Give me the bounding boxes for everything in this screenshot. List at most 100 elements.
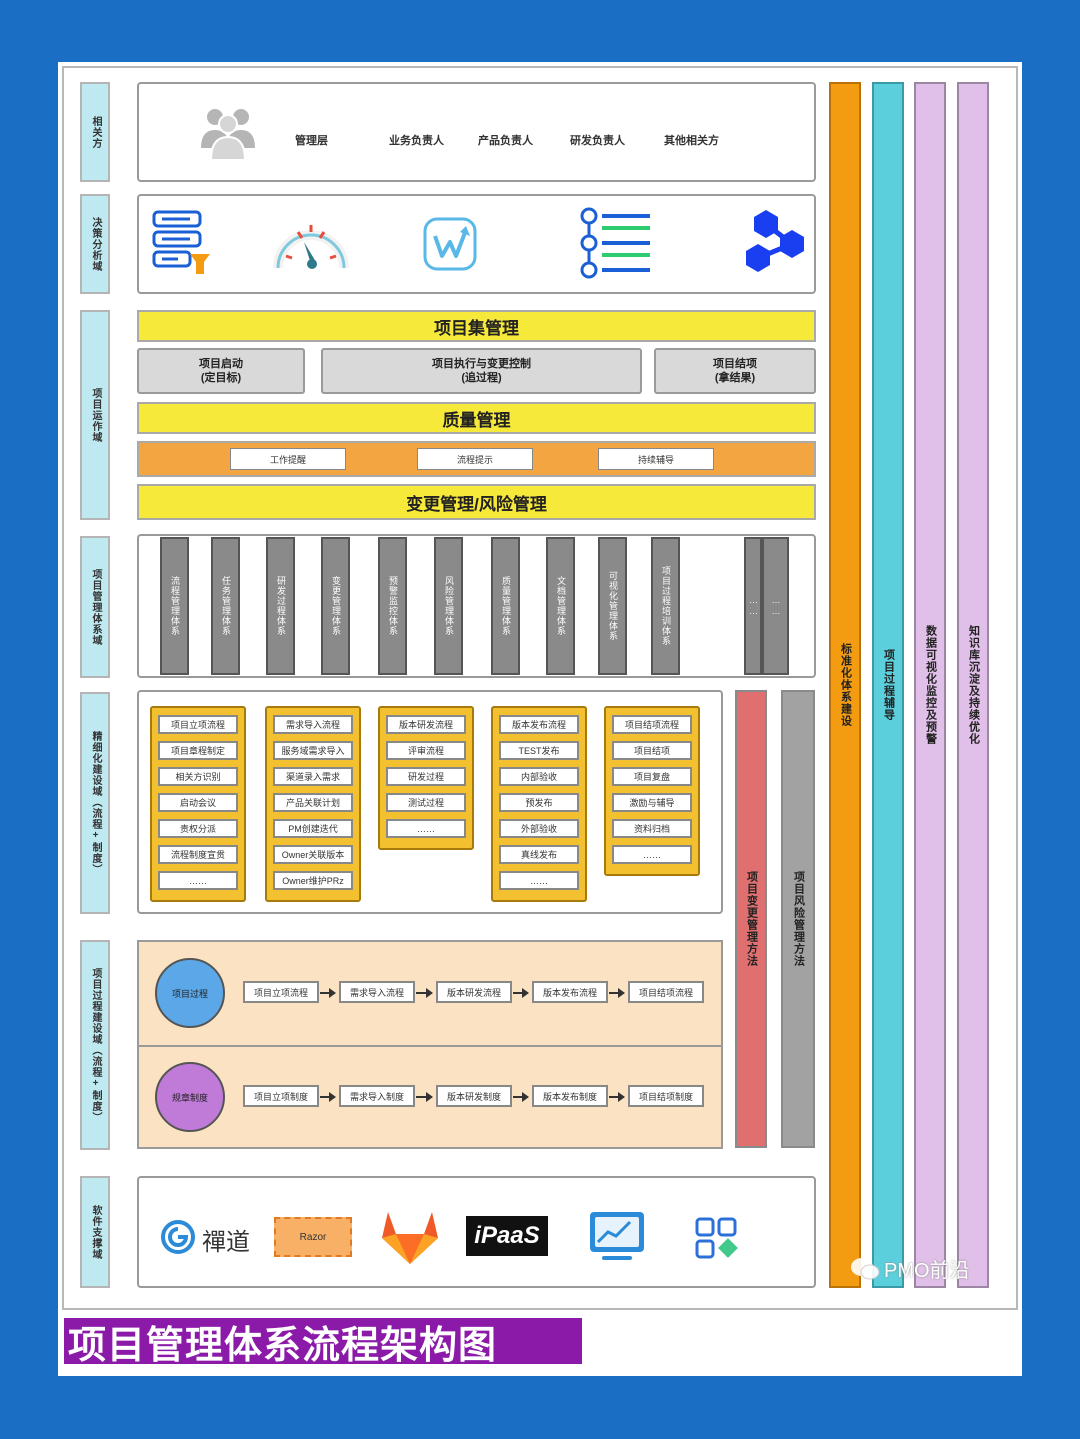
system-col-change: 变更管理体系 — [321, 537, 350, 675]
process-step: 测试过程 — [386, 793, 466, 812]
domain-label-process: 项目过程建设域（流程+制度） — [80, 940, 110, 1150]
phase-execute-label: 项目执行与变更控制 — [432, 357, 531, 370]
process-step: 渠道录入需求 — [273, 767, 353, 786]
flow-arrow — [609, 988, 625, 998]
gauge-icon — [272, 212, 350, 274]
system-col-risk: 风险管理体系 — [434, 537, 463, 675]
process-step: 项目复盘 — [612, 767, 692, 786]
right-bar-coaching: 项目过程辅导 — [872, 82, 904, 1288]
system-col-visual: 可视化管理体系 — [598, 537, 627, 675]
right-bar-knowledge: 知识库沉淀及持续优化 — [957, 82, 989, 1288]
process-step: 服务域需求导入 — [273, 741, 353, 760]
flow-arrow — [320, 988, 336, 998]
phase-start-label: 项目启动 — [199, 357, 243, 370]
process-column-header: 版本研发流程 — [386, 715, 466, 734]
razor-box: Razor — [274, 1217, 352, 1257]
system-col-rd: 研发过程体系 — [266, 537, 295, 675]
phase-execute-sub: (追过程) — [461, 372, 502, 384]
chip-continuous-coaching: 持续辅导 — [598, 448, 714, 470]
domain-label-software: 软件支撑域 — [80, 1176, 110, 1288]
process-column-header: 项目立项流程 — [158, 715, 238, 734]
rule-flow-step: 版本研发制度 — [436, 1085, 512, 1107]
phase-start-box: 项目启动 (定目标) — [137, 348, 305, 394]
rule-flow-step: 版本发布制度 — [532, 1085, 608, 1107]
process-step: 内部验收 — [499, 767, 579, 786]
system-col-training: 项目过程培训体系 — [651, 537, 680, 675]
process-step: Owner维护PRz — [273, 871, 353, 890]
phase-start-sub: (定目标) — [200, 372, 242, 384]
system-col-task: 任务管理体系 — [211, 537, 240, 675]
process-step: 责权分派 — [158, 819, 238, 838]
domain-label-stakeholders: 相关方 — [80, 82, 110, 182]
flow-arrow — [416, 988, 433, 998]
stakeholder-product: 产品负责人 — [478, 135, 533, 147]
flow-arrow — [609, 1092, 625, 1102]
process-column-header: 版本发布流程 — [499, 715, 579, 734]
flow-arrow — [513, 988, 529, 998]
risk-method-bar: 项目风险管理方法 — [781, 690, 815, 1148]
hexagon-network-icon — [740, 208, 810, 278]
rule-flow-step: 需求导入制度 — [339, 1085, 415, 1107]
process-step: 激励与辅导 — [612, 793, 692, 812]
gitlab-icon — [378, 1208, 442, 1266]
flow-arrow — [416, 1092, 433, 1102]
system-col-document: 文档管理体系 — [546, 537, 575, 675]
list-icon — [578, 206, 654, 282]
process-step: 评审流程 — [386, 741, 466, 760]
stakeholders-panel — [137, 82, 816, 182]
flow-arrow — [513, 1092, 529, 1102]
stakeholder-management: 管理层 — [295, 135, 328, 147]
domain-label-operation: 项目运作域 — [80, 310, 110, 520]
stakeholder-rd: 研发负责人 — [570, 135, 625, 147]
apps-grid-icon — [694, 1216, 742, 1262]
system-col-warning: 预警监控体系 — [378, 537, 407, 675]
process-step: 真线发布 — [499, 845, 579, 864]
process-step: …… — [499, 871, 579, 890]
domain-label-refine: 精细化建设域（流程+制度） — [80, 692, 110, 914]
quality-management-band: 质量管理 — [137, 402, 816, 434]
process-step: 相关方识别 — [158, 767, 238, 786]
chip-process-hint: 流程提示 — [417, 448, 533, 470]
system-col-more-2: …… — [762, 537, 789, 675]
process-step: …… — [612, 845, 692, 864]
process-circle: 项目过程 — [155, 958, 225, 1028]
people-group-icon — [198, 104, 258, 161]
chip-work-reminder: 工作提醒 — [230, 448, 346, 470]
wechat-icon — [850, 1256, 880, 1282]
right-bar-visual-monitoring: 数据可视化监控及预警 — [914, 82, 946, 1288]
phase-execute-box: 项目执行与变更控制 (追过程) — [321, 348, 642, 394]
watermark: PMO前沿 — [850, 1254, 970, 1283]
system-col-more-1: …… — [744, 537, 762, 675]
process-flow-step: 版本发布流程 — [532, 981, 608, 1003]
watermark-text: PMO前沿 — [884, 1260, 970, 1282]
process-column: 项目结项流程项目结项项目复盘激励与辅导资料归档…… — [604, 706, 700, 876]
system-col-quality: 质量管理体系 — [491, 537, 520, 675]
process-step: 研发过程 — [386, 767, 466, 786]
process-step: 流程制度宣贯 — [158, 845, 238, 864]
server-report-icon — [150, 208, 212, 280]
system-panel — [137, 534, 816, 678]
process-step: 启动会议 — [158, 793, 238, 812]
process-step: Owner关联版本 — [273, 845, 353, 864]
process-step: TEST发布 — [499, 741, 579, 760]
process-step: 产品关联计划 — [273, 793, 353, 812]
process-step: 资料归档 — [612, 819, 692, 838]
process-step: 预发布 — [499, 793, 579, 812]
domain-label-system: 项目管理体系域 — [80, 536, 110, 678]
flow-arrow — [320, 1092, 336, 1102]
domain-label-decision: 决策分析域 — [80, 194, 110, 294]
process-flow-step: 项目立项流程 — [243, 981, 319, 1003]
process-step: …… — [158, 871, 238, 890]
program-management-band: 项目集管理 — [137, 310, 816, 342]
chandao-logo-icon — [160, 1220, 198, 1254]
rule-circle: 规章制度 — [155, 1062, 225, 1132]
page-title: 项目管理体系流程架构图 — [64, 1318, 582, 1367]
w-chart-icon — [422, 216, 478, 272]
system-col-process: 流程管理体系 — [160, 537, 189, 675]
chandao-text: 禪道 — [202, 1228, 250, 1256]
process-step: 项目结项 — [612, 741, 692, 760]
process-column-header: 需求导入流程 — [273, 715, 353, 734]
rule-flow-step: 项目立项制度 — [243, 1085, 319, 1107]
